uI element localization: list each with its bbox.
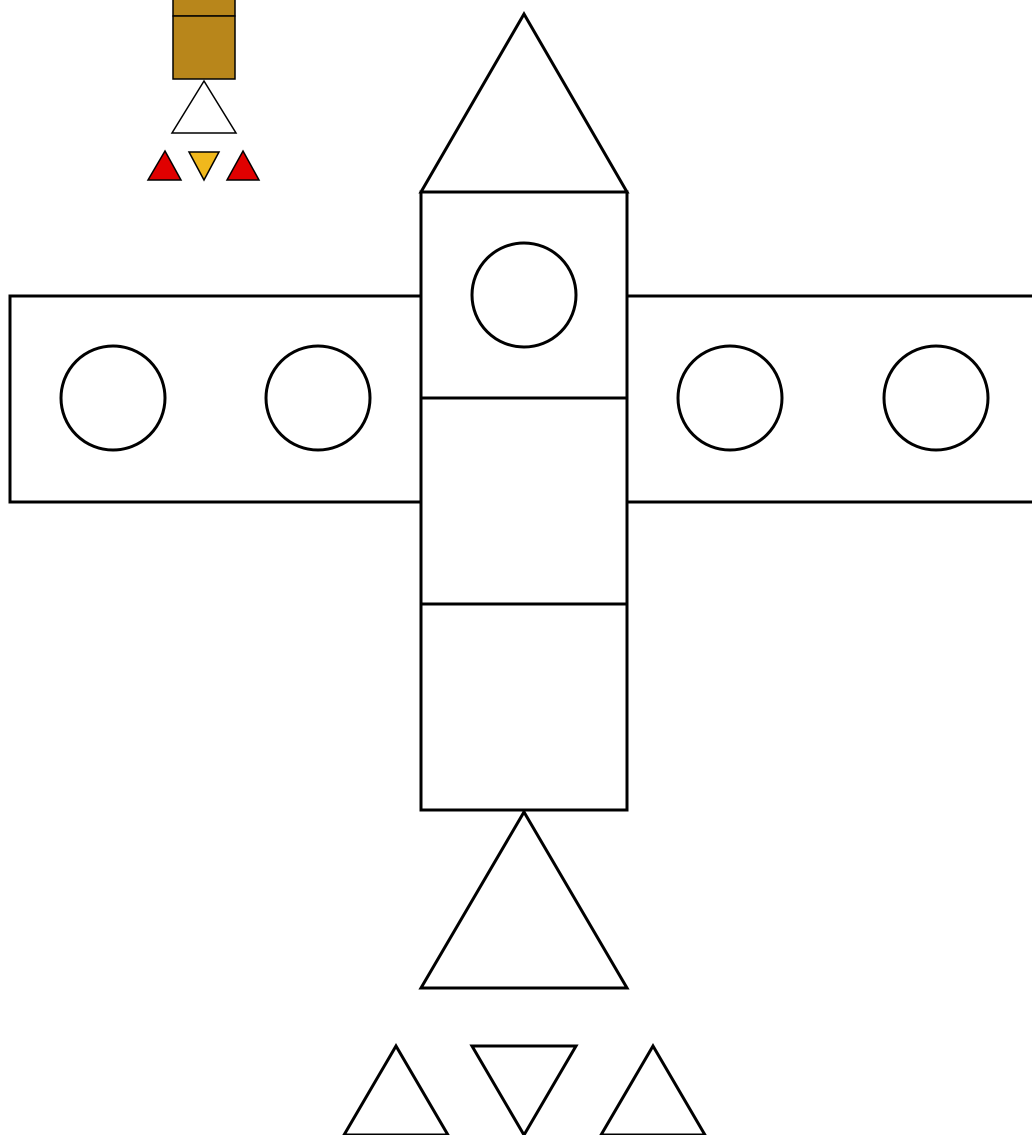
preview-body-block-bottom <box>173 16 235 79</box>
body-block-middle[interactable] <box>421 398 627 604</box>
flame-center[interactable] <box>472 1046 576 1135</box>
left-wing-window-2 <box>266 346 370 450</box>
body-window <box>472 243 576 347</box>
preview-flame-left <box>148 151 181 180</box>
right-wing-window-2 <box>884 346 988 450</box>
flame-right[interactable] <box>601 1046 705 1135</box>
flame-left[interactable] <box>344 1046 448 1135</box>
rocket-outline <box>10 14 1032 1135</box>
right-wing-window-1 <box>678 346 782 450</box>
engine-triangle[interactable] <box>421 812 627 988</box>
preview-body-block-top <box>173 0 235 16</box>
nose-cone[interactable] <box>421 14 627 192</box>
preview-flame-center <box>189 152 219 180</box>
preview-flame-right <box>227 151 259 180</box>
preview-rocket <box>148 0 259 180</box>
left-wing-window-1 <box>61 346 165 450</box>
preview-engine-triangle <box>172 81 236 133</box>
body-block-bottom[interactable] <box>421 604 627 810</box>
